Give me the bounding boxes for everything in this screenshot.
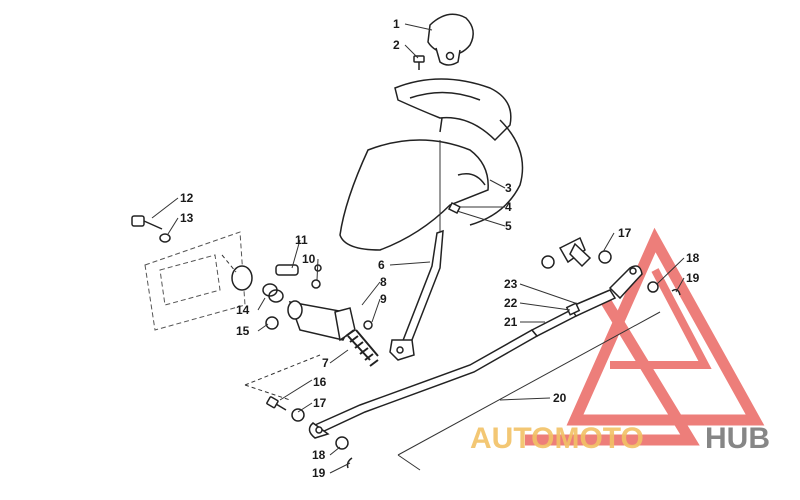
callout-5: 5 [505, 219, 512, 233]
callout-10: 10 [302, 252, 316, 266]
callout-labels: 1 2 3 4 5 6 7 8 9 10 11 12 13 14 15 16 1… [180, 17, 700, 480]
callout-13: 13 [180, 211, 194, 225]
boot-pin [447, 201, 462, 215]
callout-1: 1 [393, 17, 400, 31]
callout-18-lower: 18 [312, 448, 326, 462]
shift-boot-lower [339, 119, 524, 251]
watermark-text-main: AUTOMOTO [470, 422, 644, 455]
callout-2: 2 [393, 38, 400, 52]
callout-4: 4 [505, 200, 512, 214]
pivot-housing [231, 264, 373, 342]
rod-end [565, 265, 643, 317]
bracket-bolt [131, 215, 171, 243]
callout-21: 21 [504, 315, 518, 329]
shift-rod [308, 307, 582, 439]
callout-15: 15 [236, 324, 250, 338]
shift-lever [389, 229, 444, 361]
callout-16: 16 [313, 375, 327, 389]
callout-3: 3 [505, 181, 512, 195]
callout-17-lower: 17 [313, 396, 327, 410]
upper-linkage [541, 236, 681, 296]
callout-22: 22 [504, 296, 518, 310]
mount-bracket [144, 231, 246, 331]
watermark: AUTOMOTO HUB [470, 422, 770, 455]
callout-14: 14 [236, 303, 250, 317]
shift-knob [427, 13, 474, 66]
callout-19-upper: 19 [686, 271, 700, 285]
callout-12: 12 [180, 191, 194, 205]
callout-6: 6 [378, 258, 385, 272]
callout-17-upper: 17 [618, 226, 632, 240]
callout-20: 20 [553, 391, 567, 405]
lower-hardware [266, 396, 353, 469]
watermark-triangle-icon [525, 227, 765, 446]
callout-9: 9 [380, 292, 387, 306]
shift-boot-upper [394, 78, 512, 142]
knob-screw [413, 55, 425, 70]
callout-23: 23 [504, 277, 518, 291]
watermark-text-hub: HUB [705, 422, 770, 455]
callout-11: 11 [295, 233, 308, 247]
spring [345, 329, 379, 367]
leader-lines [151, 23, 685, 474]
callout-19-lower: 19 [312, 466, 326, 480]
callout-18-upper: 18 [686, 251, 700, 265]
callout-7: 7 [322, 356, 329, 370]
callout-8: 8 [380, 275, 387, 289]
